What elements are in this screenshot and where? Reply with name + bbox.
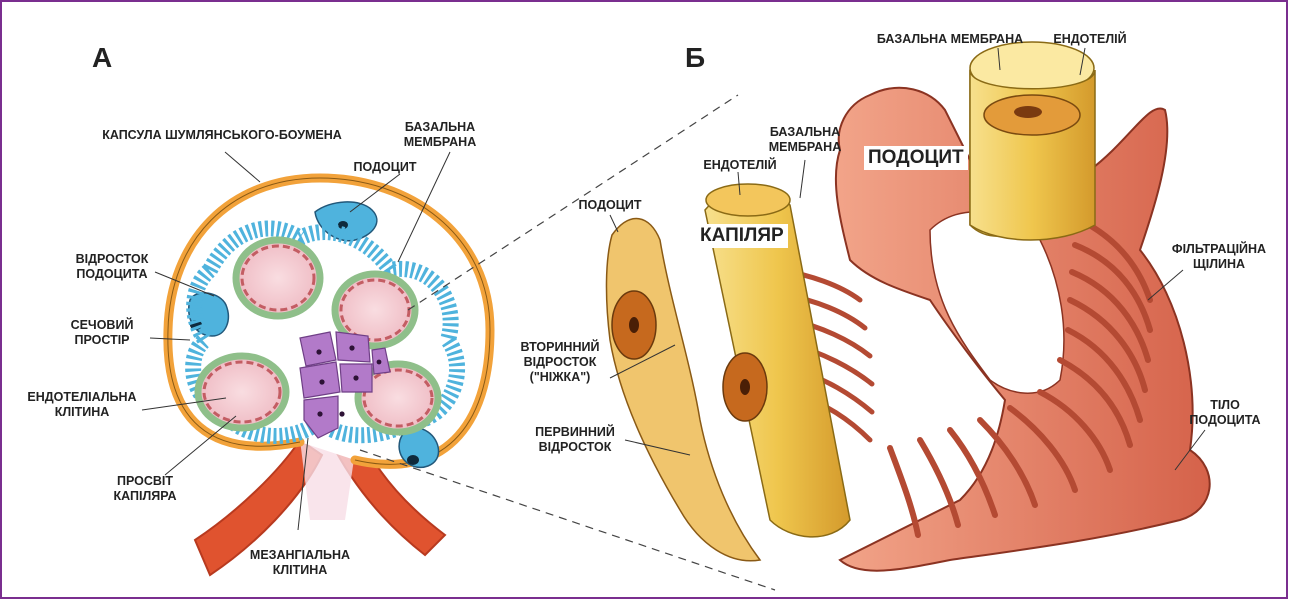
label-urinary-space: СЕЧОВИЙ ПРОСТІР: [42, 318, 162, 348]
label-endothelium-top: ЕНДОТЕЛІЙ: [1040, 32, 1140, 47]
label-capillary-lumen: ПРОСВІТ КАПІЛЯРА: [85, 474, 205, 504]
label-mesangial-cell: МЕЗАНГІАЛЬНА КЛІТИНА: [230, 548, 370, 578]
label-basal-membrane-top: БАЗАЛЬНА МЕМБРАНА: [850, 32, 1050, 47]
label-podocyte-body: ТІЛО ПОДОЦИТА: [1180, 398, 1270, 428]
label-podocyte-process: ВІДРОСТОК ПОДОЦИТА: [52, 252, 172, 282]
panel-b-letter: Б: [685, 42, 705, 74]
label-secondary-process: ВТОРИННИЙ ВІДРОСТОК ("НІЖКА"): [500, 340, 620, 385]
panel-a-diagram: [142, 152, 490, 575]
label-filtration-slit: ФІЛЬТРАЦІЙНА ЩІЛИНА: [1160, 242, 1278, 272]
label-basal-membrane-b: БАЗАЛЬНА МЕМБРАНА: [750, 125, 860, 155]
label-podocyte-a: ПОДОЦИТ: [335, 160, 435, 175]
label-endothelial-cell: ЕНДОТЕЛІАЛЬНА КЛІТИНА: [12, 390, 152, 420]
label-bowman-capsule: КАПСУЛА ШУМЛЯНСЬКОГО-БОУМЕНА: [62, 128, 382, 143]
label-primary-process: ПЕРВИННИЙ ВІДРОСТОК: [520, 425, 630, 455]
panel-a-letter: А: [92, 42, 112, 74]
label-endothelium-b: ЕНДОТЕЛІЙ: [690, 158, 790, 173]
label-basal-membrane-a: БАЗАЛЬНА МЕМБРАНА: [380, 120, 500, 150]
label-podocyte-boxed: ПОДОЦИТ: [864, 146, 968, 170]
label-capillary-boxed: КАПІЛЯР: [696, 224, 788, 248]
label-podocyte-left: ПОДОЦИТ: [565, 198, 655, 213]
panel-b-diagram: [606, 42, 1209, 571]
capillary-3d-right: [970, 42, 1095, 240]
